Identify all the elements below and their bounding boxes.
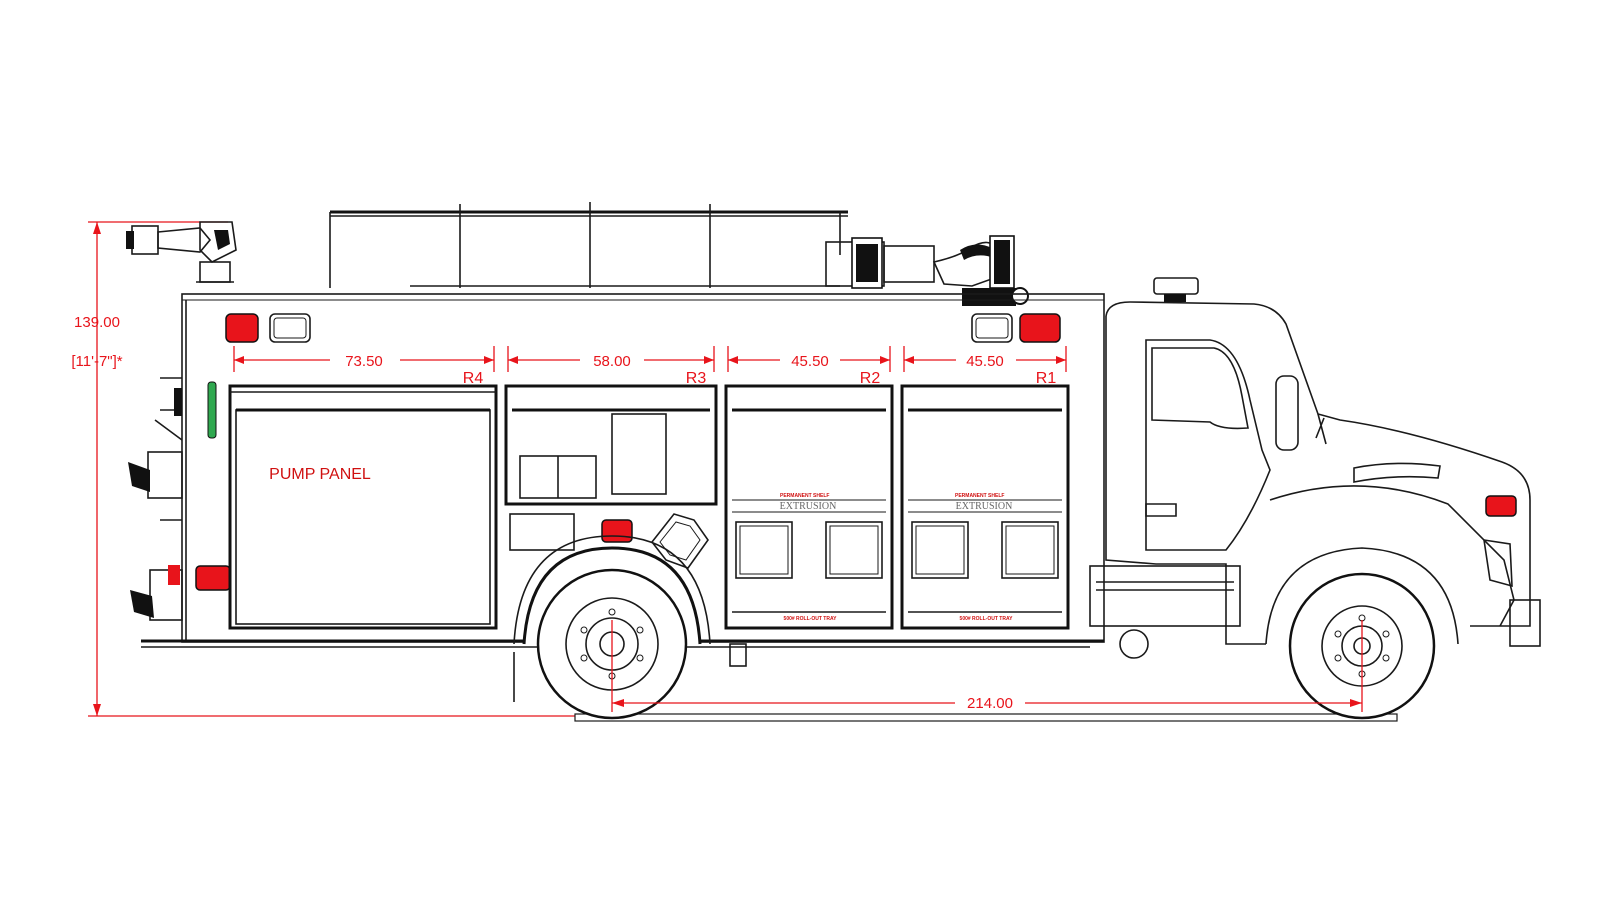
rear-wheel bbox=[513, 535, 747, 720]
r2-extrusion-label: EXTRUSION bbox=[780, 501, 837, 512]
roof-rail bbox=[329, 202, 848, 288]
green-indicator-light bbox=[207, 381, 217, 439]
bay-r4-label: R4 bbox=[463, 370, 484, 387]
bay-r1-label: R1 bbox=[1036, 370, 1057, 387]
pump-panel-label: PUMP PANEL bbox=[269, 466, 371, 483]
bay-dimensions: 73.50 58.00 45.50 45.50 bbox=[233, 346, 1067, 372]
bay-r2-label: R2 bbox=[860, 370, 881, 387]
r1-shelf-label: PERMANENT SHELF bbox=[955, 493, 1004, 499]
wheelbase-dimension: 214.00 bbox=[611, 620, 1363, 712]
compartment-r3: R3 bbox=[504, 370, 718, 569]
wheelbase-value: 214.00 bbox=[967, 695, 1013, 712]
r1-tray-label: 500# ROLL-OUT TRAY bbox=[960, 616, 1014, 622]
bay-r2-width: 45.50 bbox=[791, 353, 829, 370]
front-wheel bbox=[1119, 547, 1459, 720]
compartment-r2: R2 PERMANENT SHELF EXTRUSION 500# ROLL-O… bbox=[724, 370, 894, 630]
bay-r3-label: R3 bbox=[686, 370, 707, 387]
marker-lights bbox=[195, 313, 1517, 591]
front-monitor-nozzle bbox=[825, 235, 1029, 306]
bay-r4-width: 73.50 bbox=[345, 353, 383, 370]
r2-tray-label: 500# ROLL-OUT TRAY bbox=[784, 616, 838, 622]
height-value: 139.00 bbox=[74, 314, 120, 331]
bay-r3-width: 58.00 bbox=[593, 353, 631, 370]
bay-r1-width: 45.50 bbox=[966, 353, 1004, 370]
r1-extrusion-label: EXTRUSION bbox=[956, 501, 1013, 512]
ground-line bbox=[574, 713, 1398, 722]
height-dimension: 139.00 [11'-7"]* bbox=[71, 221, 575, 717]
cab bbox=[1089, 277, 1541, 647]
rear-monitor-nozzle bbox=[126, 221, 237, 283]
height-feet-value: [11'-7"]* bbox=[71, 353, 122, 370]
compartment-r4: R4 PUMP PANEL bbox=[228, 370, 498, 630]
r2-shelf-label: PERMANENT SHELF bbox=[780, 493, 829, 499]
compartment-r1: R1 PERMANENT SHELF EXTRUSION 500# ROLL-O… bbox=[900, 370, 1070, 630]
